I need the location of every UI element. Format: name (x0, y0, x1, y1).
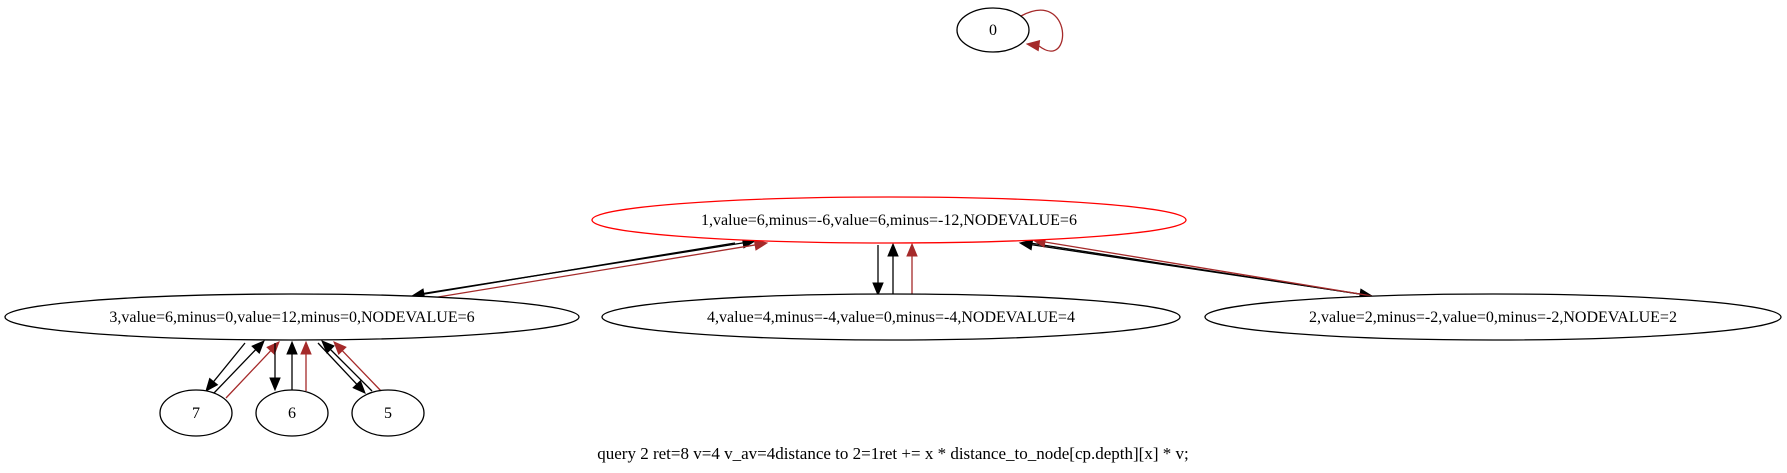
edge-n7-to-n3-red-line (225, 350, 272, 399)
edge-n3-to-n1 (419, 237, 757, 295)
node-5-label: 5 (384, 405, 392, 422)
node-0-ellipse (956, 7, 1030, 53)
edge-n6-to-n3-red (300, 340, 312, 391)
node-7[interactable]: 7 (159, 389, 233, 437)
edge-n4-to-n1 (887, 242, 899, 294)
node-4-label: 4,value=4,minus=-4,value=0,minus=-4,NODE… (707, 309, 1075, 326)
edge-n5-to-n3-line (330, 349, 373, 392)
node-2[interactable]: 2,value=2,minus=-2,value=0,minus=-2,NODE… (1204, 293, 1782, 341)
edge-n3-to-n7-arrowhead (205, 377, 219, 393)
edge-n3-to-n1-line (419, 242, 744, 295)
edge-n4-to-n1-red (906, 242, 918, 294)
edge-n5-to-n3-arrowhead (321, 340, 335, 354)
edge-n6-to-n3 (286, 340, 298, 390)
node-7-ellipse (159, 389, 233, 437)
edge-n7-to-n3-red-arrowhead (266, 341, 280, 356)
edge-n3-to-n1-red (431, 239, 769, 299)
node-7-label: 7 (192, 405, 200, 422)
edge-n2-to-n1 (1018, 239, 1361, 295)
node-layer: 0 1,value=6,minus=-6,value=6,minus=-12,NO… (4, 7, 1782, 437)
edge-n3-to-n1-red-arrowhead (753, 239, 769, 251)
node-3-label: 3,value=6,minus=0,value=12,minus=0,NODEV… (109, 309, 474, 326)
edge-n3-to-n5-arrowhead (352, 379, 366, 394)
edge-n6-to-n3-red-arrowhead (300, 340, 312, 355)
edge-n2-to-n1-red (1031, 236, 1373, 297)
edge-n5-to-n3-red-line (341, 350, 383, 393)
node-1[interactable]: 1,value=6,minus=-6,value=6,minus=-12,NOD… (591, 196, 1187, 244)
node-0[interactable]: 0 (956, 7, 1030, 53)
node-1-ellipse (591, 196, 1187, 244)
edge-n3-to-n6-arrowhead (269, 377, 281, 392)
node-2-ellipse (1204, 293, 1782, 341)
edge-n5-to-n3 (321, 340, 373, 392)
edge-n1-to-n4-arrowhead (872, 282, 884, 297)
edge-n7-to-n3-line (213, 349, 257, 394)
edge-n3-to-n6 (269, 343, 281, 392)
edge-n7-to-n3 (213, 340, 265, 394)
node-3[interactable]: 3,value=6,minus=0,value=12,minus=0,NODEV… (4, 293, 580, 341)
edge-n4-to-n1-red-arrowhead (906, 242, 918, 257)
node-6[interactable]: 6 (255, 389, 329, 437)
edge-n5-to-n3-red-arrowhead (333, 341, 347, 355)
edge-n2-to-n1-arrowhead (1018, 239, 1034, 251)
node-0-label: 0 (989, 22, 997, 39)
edge-n3-to-n7-line (213, 342, 246, 383)
edge-n7-to-n3-red (225, 341, 280, 399)
edge-n2-to-n1-line (1031, 244, 1361, 295)
edge-n4-to-n1-arrowhead (887, 242, 899, 257)
edge-n2-to-n1-red-line (1044, 241, 1373, 297)
node-2-label: 2,value=2,minus=-2,value=0,minus=-2,NODE… (1309, 309, 1677, 326)
graph-caption: query 2 ret=8 v=4 v_av=4distance to 2=1r… (597, 444, 1188, 463)
edge-n0-to-n0-red-line (1020, 9, 1064, 52)
edge-n0-to-n0-red (1020, 9, 1064, 52)
edge-n1-to-n4 (872, 245, 884, 297)
edge-n5-to-n3-red (333, 341, 383, 393)
edge-n3-to-n5-line (317, 342, 358, 385)
node-6-ellipse (255, 389, 329, 437)
node-4-ellipse (601, 293, 1181, 341)
edge-n3-to-n7 (205, 342, 246, 393)
edge-n6-to-n3-arrowhead (286, 340, 298, 355)
node-6-label: 6 (288, 405, 296, 422)
edge-n0-to-n0-red-arrowhead (1025, 39, 1041, 52)
edge-n7-to-n3-arrowhead (251, 340, 265, 354)
node-3-ellipse (4, 293, 580, 341)
edge-n1-to-n2 (1029, 242, 1374, 300)
node-1-label: 1,value=6,minus=-6,value=6,minus=-12,NOD… (701, 212, 1077, 229)
node-5-ellipse (351, 389, 425, 437)
node-4[interactable]: 4,value=4,minus=-4,value=0,minus=-4,NODE… (601, 293, 1181, 341)
edge-n3-to-n1-red-line (431, 244, 756, 299)
edge-n3-to-n5 (317, 342, 366, 394)
node-5[interactable]: 5 (351, 389, 425, 437)
